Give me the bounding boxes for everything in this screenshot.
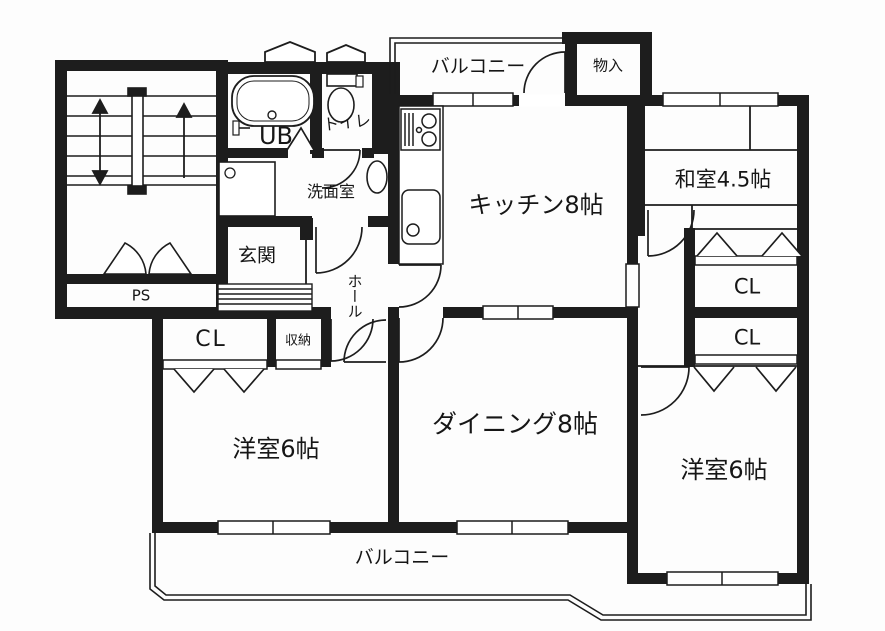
balcony-outlines (149, 37, 812, 621)
washbasin-icon (366, 160, 388, 194)
label-hall: ホール (345, 273, 364, 319)
label-western-room-right: 洋室6帖 (680, 456, 768, 484)
stair-direction-arrows (91, 98, 193, 186)
label-closet-left: CL (195, 327, 227, 352)
label-closet-right-upper: CL (733, 274, 761, 299)
label-storage-hall: 収納 (284, 333, 312, 349)
door-swings (315, 51, 695, 416)
washing-machine-icon (218, 161, 276, 217)
label-washroom: 洗面室 (306, 182, 356, 201)
windows (162, 92, 798, 586)
label-western-room-left: 洋室6帖 (232, 435, 320, 463)
bathtub-icon (231, 75, 315, 136)
closet-door-triangles (173, 126, 803, 394)
label-entrance: 玄関 (237, 244, 277, 267)
label-balcony-top: バルコニー (430, 55, 526, 78)
label-pipe-space: PS (131, 286, 151, 305)
label-kitchen: キッチン8帖 (468, 191, 604, 219)
label-closet-right-lower: CL (733, 325, 761, 350)
label-dining: ダイニング8帖 (432, 409, 598, 439)
stove-icon (400, 108, 441, 151)
window-ticks (272, 93, 723, 585)
double-door-icon (102, 241, 193, 275)
kitchen-sink-icon (401, 189, 441, 245)
label-japanese-room: 和室4.5帖 (674, 167, 772, 192)
label-storage-top: 物入 (592, 56, 624, 75)
toilet-icon (326, 73, 364, 123)
entrance-step (217, 283, 313, 312)
vent-pentagon-icons (264, 41, 366, 63)
label-unit-bath: UB (258, 122, 294, 150)
stairs-icon (67, 87, 216, 195)
label-balcony-bottom: バルコニー (354, 546, 450, 569)
